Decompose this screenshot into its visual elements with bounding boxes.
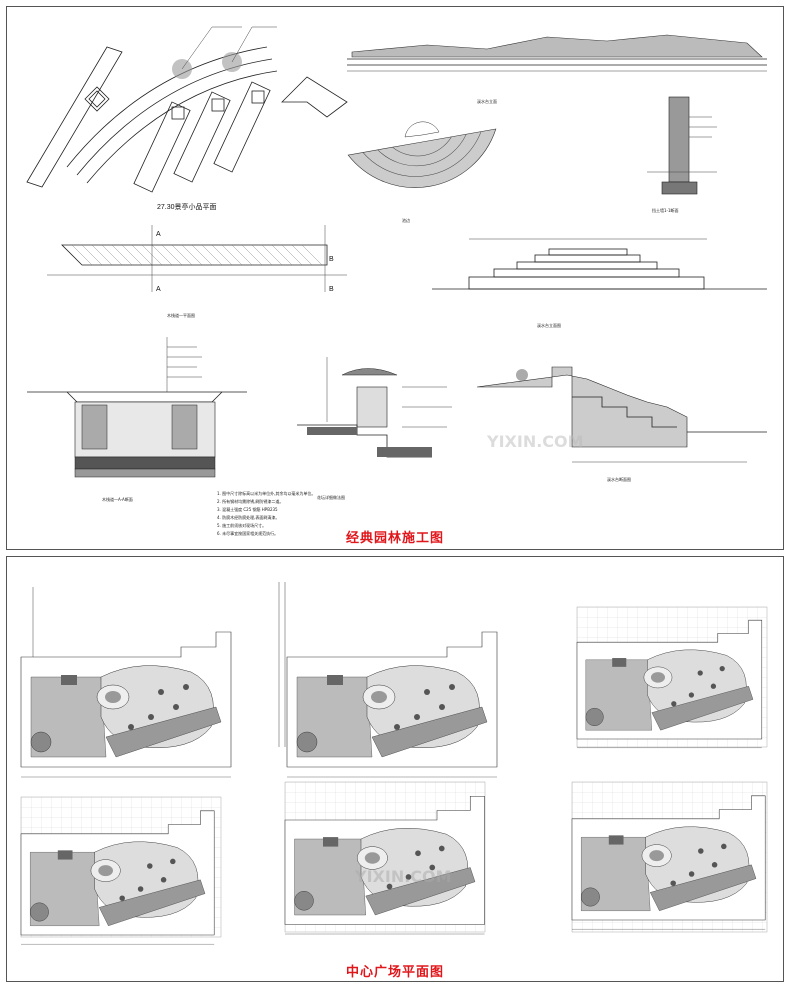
section-aa-title: 木栈道一A-A断面 [102,496,133,502]
site-plan-6 [571,781,768,933]
planter-section-title: 花坛详细做法图 [317,494,345,500]
note-1: 1. 图中尺寸除标高以米为单位外,其余均以毫米为单位。 [217,490,315,496]
site-plan-5: YIXIN.COM [284,781,486,935]
site-plan-2 [278,582,498,778]
site-plan-3 [576,606,768,749]
note-5: 5. 施工前须核对现场尺寸。 [217,522,266,528]
construction-notes: 1. 图中尺寸除标高以米为单位外,其余均以毫米为单位。 2. 所有钢材均需除锈,… [217,490,315,536]
site-plan-4 [20,796,222,945]
planter-section: 花坛详细做法图 [297,357,452,500]
note-6: 6. 未尽事宜按国家相关规范执行。 [217,530,278,536]
fan-plan-title: 池边 [402,217,410,223]
construction-drawings-panel: 27.30景亭小品平面 溪水台立面 池边 挡土墙1-1断面 [6,6,784,550]
boardwalk-plan: A A B B 木栈道一平面图 [47,225,347,318]
central-plaza-plans-svg: YIXIN.COM [20,582,768,945]
watermark-top: YIXIN.COM [486,432,584,451]
plan-title: 27.30景亭小品平面 [157,202,217,211]
note-4: 4. 防腐木经防腐处理,表面刷清漆。 [217,514,279,520]
construction-drawings-svg: 27.30景亭小品平面 溪水台立面 池边 挡土墙1-1断面 [26,26,767,536]
boardwalk-plan-title: 木栈道一平面图 [167,312,195,318]
bottom-panel-caption: 中心广场平面图 [345,964,444,979]
stream-strip-title: 溪水台立面 [477,98,497,104]
note-3: 3. 混凝土强度 C25 钢筋 HPB235 [217,506,278,512]
cascade-section: 溪水台断面图 YIXIN.COM [476,366,767,482]
watermark-bottom: YIXIN.COM [354,867,452,886]
boardwalk-section-aa: 木栈道一A-A断面 [27,337,247,502]
section-mark-b-top: B [329,256,334,263]
cascade-elevation: 溪水台立面图 [432,238,767,328]
wall-section-title: 挡土墙1-1断面 [652,207,679,213]
note-2: 2. 所有钢材均需除锈,刷防锈漆二道。 [217,498,283,504]
section-mark-a-bottom: A [156,286,161,293]
cascade-elevation-title: 溪水台立面图 [537,322,561,328]
top-panel-caption: 经典园林施工图 [345,530,444,545]
central-plaza-plans-panel: YIXIN.COM 中心广场平面图 [6,556,784,982]
retaining-wall-section: 挡土墙1-1断面 [647,96,717,213]
pavilion-plan-drawing: 27.30景亭小品平面 [26,26,348,211]
stream-elevation-strip: 溪水台立面 [347,34,767,104]
fan-shaped-plan: 池边 [347,121,497,223]
section-mark-b-bottom: B [329,286,334,293]
cascade-section-title: 溪水台断面图 [607,476,631,482]
site-plan-1 [20,587,232,778]
section-mark-a-top: A [156,231,161,238]
